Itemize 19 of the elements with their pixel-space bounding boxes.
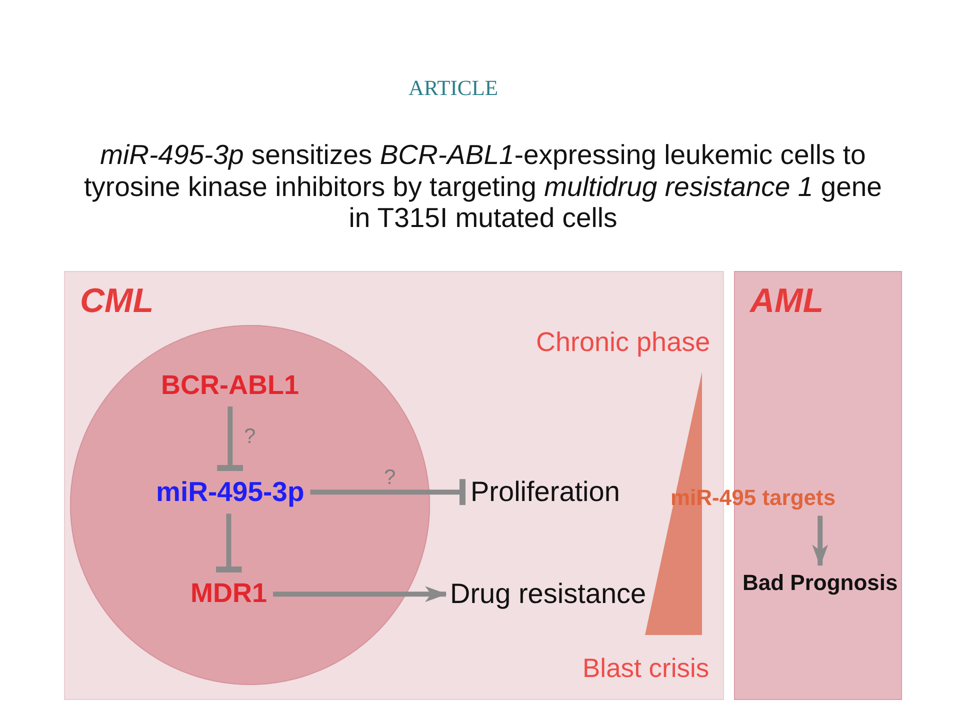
outcome-label: Proliferation <box>470 476 620 508</box>
gene-label: BCR-ABL1 <box>161 370 299 401</box>
arrow <box>812 516 828 566</box>
inhibition-line <box>217 406 244 471</box>
title: miR-495-3p sensitizes BCR-ABL1-expressing leukemic cells to tyrosine kinase inhibitors by targeting multidrug resistance 1 gene in T315I mutated cells <box>83 139 883 234</box>
section-label: ARTICLE <box>408 76 498 100</box>
stage-label: Chronic phase <box>536 326 710 358</box>
stage-label: Blast crisis <box>582 653 710 684</box>
gene-label: MDR1 <box>190 578 268 609</box>
inhibition-line <box>216 514 242 572</box>
arrow <box>273 586 447 602</box>
edge-label: ? <box>244 425 256 450</box>
mirna-label: miR-495-3p <box>156 476 304 508</box>
panel-title: CML <box>80 282 154 322</box>
outcome-label: Bad Prognosis <box>742 570 898 595</box>
edge-label: ? <box>384 466 396 490</box>
outcome-label: Drug resistance <box>450 578 646 610</box>
panel-title: AML <box>750 282 824 322</box>
inhibition-line <box>310 479 466 506</box>
